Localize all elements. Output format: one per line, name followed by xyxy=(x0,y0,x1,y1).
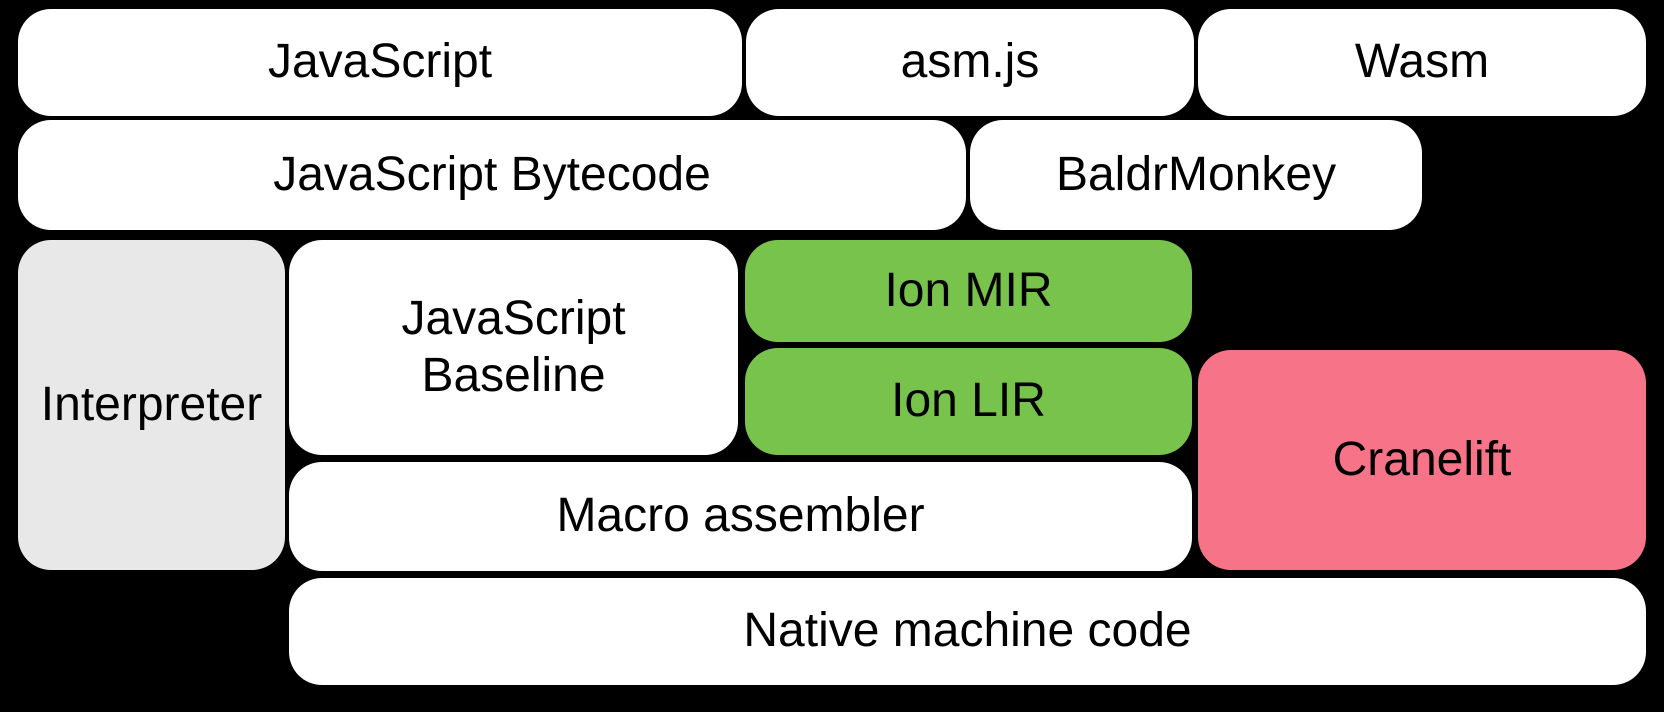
box-label: Interpreter xyxy=(40,377,263,431)
box-label: JavaScript Baseline xyxy=(401,291,626,402)
box-javascript: JavaScript xyxy=(18,9,742,116)
box-javascript-bytecode: JavaScript Bytecode xyxy=(18,120,966,230)
box-ion-mir: Ion MIR xyxy=(745,240,1192,342)
box-label: Native machine code xyxy=(743,604,1192,658)
box-javascript-baseline: JavaScript Baseline xyxy=(289,240,738,455)
box-macro-assembler: Macro assembler xyxy=(289,462,1192,571)
box-label: Wasm xyxy=(1354,35,1490,89)
box-label: JavaScript Bytecode xyxy=(273,147,711,201)
box-asm-js: asm.js xyxy=(746,9,1194,116)
box-label: JavaScript xyxy=(267,35,493,89)
box-cranelift: Cranelift xyxy=(1198,350,1646,570)
box-label: Macro assembler xyxy=(556,489,925,543)
box-label: Ion LIR xyxy=(891,374,1046,428)
box-baldrmonkey: BaldrMonkey xyxy=(970,120,1422,230)
box-native-machine-code: Native machine code xyxy=(289,578,1646,685)
box-label: Ion MIR xyxy=(884,263,1053,317)
box-label: asm.js xyxy=(900,35,1040,89)
box-ion-lir: Ion LIR xyxy=(745,348,1192,455)
box-label: Cranelift xyxy=(1332,432,1512,486)
box-interpreter: Interpreter xyxy=(18,240,285,570)
box-wasm: Wasm xyxy=(1198,9,1646,116)
box-label: BaldrMonkey xyxy=(1055,147,1337,201)
